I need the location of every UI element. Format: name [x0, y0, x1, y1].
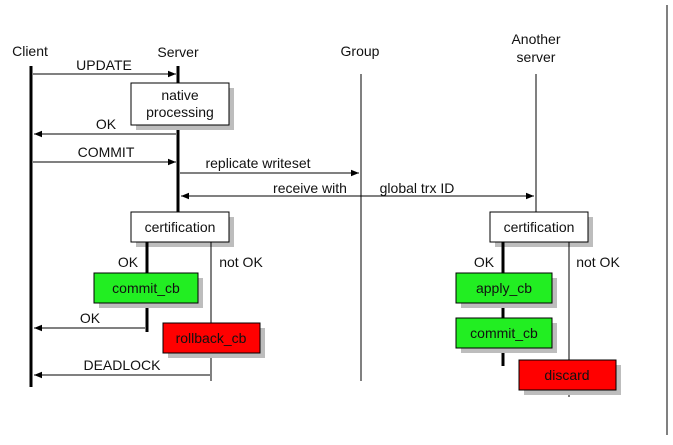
- participant-server: Server: [157, 44, 199, 60]
- native-processing-line2: processing: [146, 104, 214, 120]
- certification-server-label: certification: [145, 219, 216, 235]
- participant-another-line1: Another: [511, 31, 560, 47]
- label-replicate-writeset: replicate writeset: [205, 155, 310, 171]
- label-global-trx-id: global trx ID: [380, 180, 455, 196]
- label-commit: COMMIT: [78, 144, 135, 160]
- rollback-cb-box: [162, 322, 261, 354]
- discard-label: discard: [544, 367, 589, 383]
- label-receive-with: receive with: [273, 180, 347, 196]
- certification-server-box: [130, 211, 230, 243]
- rollback-cb-label: rollback_cb: [176, 330, 247, 346]
- label-ok-commit: OK: [80, 310, 101, 326]
- label-ok-native: OK: [96, 116, 117, 132]
- label-server-ok: OK: [118, 254, 139, 270]
- commit-cb-server-box: [93, 272, 199, 304]
- discard-box: [518, 359, 617, 391]
- participant-group: Group: [341, 43, 380, 59]
- commit-cb-another-box: [455, 317, 553, 349]
- certification-another-label: certification: [504, 219, 575, 235]
- native-processing-line1: native: [161, 87, 199, 103]
- participant-client: Client: [12, 43, 48, 59]
- apply-cb-box: [455, 272, 553, 304]
- label-server-not-ok: not OK: [219, 254, 263, 270]
- label-deadlock: DEADLOCK: [83, 357, 161, 373]
- participant-another-line2: server: [517, 49, 556, 65]
- label-update: UPDATE: [76, 57, 132, 73]
- label-another-not-ok: not OK: [576, 254, 620, 270]
- commit-cb-server-label: commit_cb: [112, 280, 180, 296]
- commit-cb-another-label: commit_cb: [470, 325, 538, 341]
- native-processing-box: [130, 82, 230, 126]
- apply-cb-label: apply_cb: [476, 280, 532, 296]
- label-another-ok: OK: [474, 254, 495, 270]
- certification-another-box: [489, 211, 589, 243]
